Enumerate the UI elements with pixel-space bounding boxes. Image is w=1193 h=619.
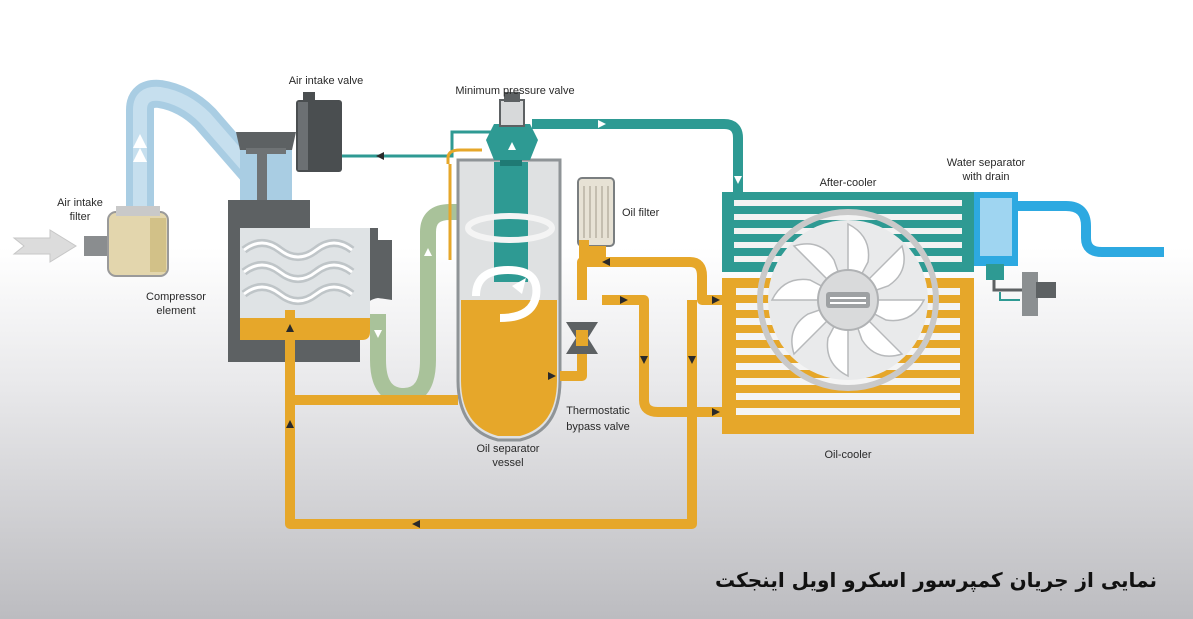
flow-arrow-icon [412,520,420,528]
flow-arrow-icon [712,408,720,416]
fan-logo-icon [826,292,870,308]
flow-arrow-icon [133,134,147,148]
flow-arrow-icon [640,356,648,364]
flow-arrow-icon [424,248,432,256]
label-water-separator-line2: with drain [961,171,1009,183]
flow-arrow-icon [376,152,384,160]
minimum-pressure-valve [486,92,538,160]
flow-arrow-icon [734,176,742,184]
air-oil-mixture-pipe [370,204,470,404]
label-air-intake-filter-line2: filter [70,211,91,223]
label-oil-separator-line2: vessel [492,457,523,469]
label-compressor-element-line1: Compressor [146,291,206,303]
compressed-air-outlet [1018,201,1164,257]
oil-separator-vessel [456,158,562,442]
oil-flow-arrows [286,258,720,528]
label-air-intake-filter-line1: Air intake [57,197,103,209]
intake-arrow-icon [12,229,77,263]
air-intake-filter [84,206,169,277]
compressor-element [228,132,392,362]
drain-line [999,292,1020,301]
flow-arrow-icon [286,324,294,332]
air-intake-valve [296,92,342,172]
label-oil-separator-line1: Oil separator [477,443,540,455]
page-caption: نمایی از جریان کمپرسور اسکرو اویل اینجکت [714,568,1157,592]
oil-circuit [285,240,722,529]
water-separator [974,192,1056,316]
flow-arrow-icon [688,356,696,364]
thermostatic-bypass-valve [566,322,598,354]
label-minimum-pressure-valve: Minimum pressure valve [455,85,574,97]
flow-arrow-icon [620,296,628,304]
flow-arrow-icon [512,278,526,294]
compressed-air-pipe [342,119,743,194]
flow-arrow-icon [602,258,610,266]
oil-filter [577,177,615,258]
label-water-separator-line1: Water separator [947,157,1026,169]
air-intake-duct [126,79,263,215]
cooling-fan [757,209,939,391]
flow-arrow-icon [133,148,147,162]
flow-arrow-icon [548,372,556,380]
flow-arrow-icon [598,120,606,128]
label-thermostatic-line2: bypass valve [566,421,630,433]
flow-arrow-icon [374,330,382,338]
label-compressor-element-line2: element [156,305,195,317]
label-thermostatic-line1: Thermostatic [566,405,630,417]
flow-arrow-icon [508,142,516,150]
oil-return-line [446,148,482,260]
flow-arrow-icon [712,296,720,304]
label-air-intake-valve: Air intake valve [289,75,364,87]
diagram-labels: Air intake valve Minimum pressure valve … [57,75,1025,469]
label-oil-filter: Oil filter [622,207,660,219]
label-oil-cooler: Oil-cooler [824,449,871,461]
label-after-cooler: After-cooler [820,177,877,189]
flow-arrow-icon [286,420,294,428]
